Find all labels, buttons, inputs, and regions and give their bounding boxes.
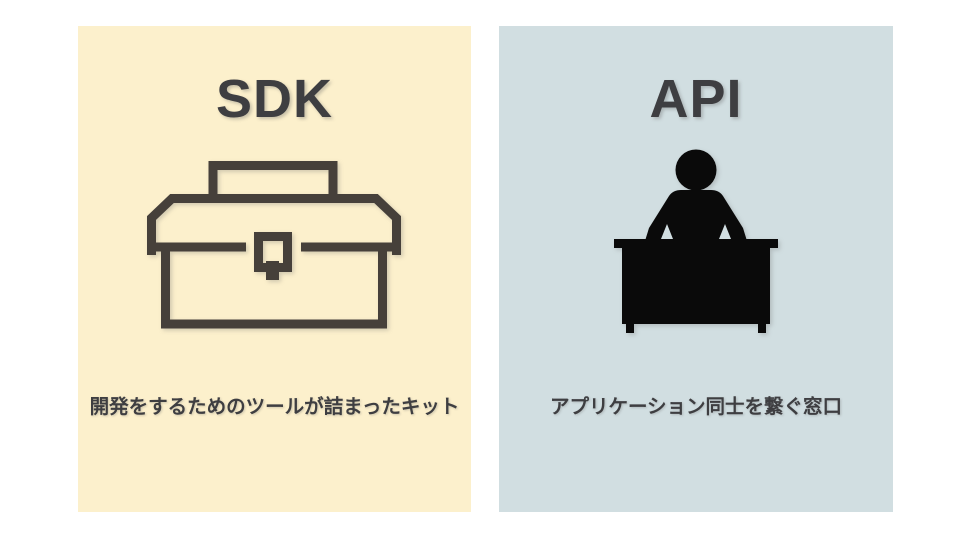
reception-desk-icon bbox=[614, 149, 778, 333]
api-card: API アプリケーション同士を繋ぐ窓口 bbox=[499, 26, 893, 512]
sdk-card: SDK 開発をするためのツールが詰まったキット bbox=[78, 26, 471, 512]
toolbox-icon bbox=[146, 161, 401, 329]
api-caption: アプリケーション同士を繋ぐ窓口 bbox=[549, 396, 843, 418]
sdk-icon-area bbox=[146, 149, 403, 333]
sdk-title: SDK bbox=[215, 69, 333, 129]
api-title: API bbox=[649, 69, 743, 129]
sdk-caption: 開発をするためのツールが詰まったキット bbox=[89, 396, 460, 418]
api-icon-area bbox=[614, 149, 778, 333]
